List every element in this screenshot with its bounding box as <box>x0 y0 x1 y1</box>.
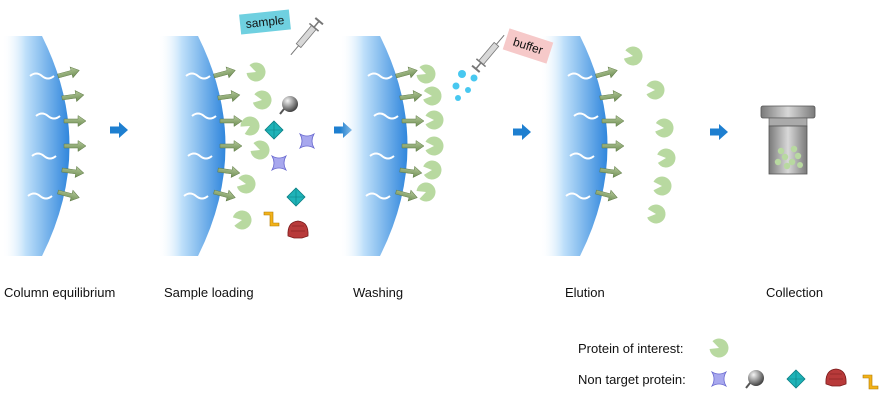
buffer-drop <box>458 70 466 78</box>
legend-cushion-icon <box>711 371 727 387</box>
step-label-elution: Elution <box>565 285 605 300</box>
washing-panel <box>339 30 510 257</box>
syringe-icon <box>285 16 325 60</box>
step-label-column-equilibrium: Column equilibrium <box>4 285 116 300</box>
buffer-drop <box>465 87 471 93</box>
legend-helmet-icon <box>825 368 847 387</box>
legend-octahedron-icon <box>786 369 806 389</box>
step-label-sample-loading: Sample loading <box>164 285 254 300</box>
step-label-collection: Collection <box>766 285 824 300</box>
step-label-washing: Washing <box>353 285 404 300</box>
sample-loading-panel <box>157 16 325 257</box>
legend-non-target-protein-label: Non target protein: <box>578 372 686 387</box>
syringe-icon <box>470 30 510 74</box>
flow-arrow <box>110 122 128 138</box>
flow-arrow <box>710 124 728 140</box>
buffer-drop <box>455 95 461 101</box>
elution-panel <box>539 35 677 257</box>
legend-ball-icon <box>745 369 765 389</box>
buffer-drop <box>470 74 478 82</box>
legend-protein-of-interest-icon <box>707 336 732 361</box>
legend-protein-of-interest-label: Protein of interest: <box>578 341 684 356</box>
flow-arrow <box>513 124 531 140</box>
collection-tube <box>760 105 816 175</box>
legend-bracket-icon <box>862 374 879 390</box>
buffer-drop <box>452 82 460 90</box>
column-equilibrium-panel <box>1 35 87 257</box>
